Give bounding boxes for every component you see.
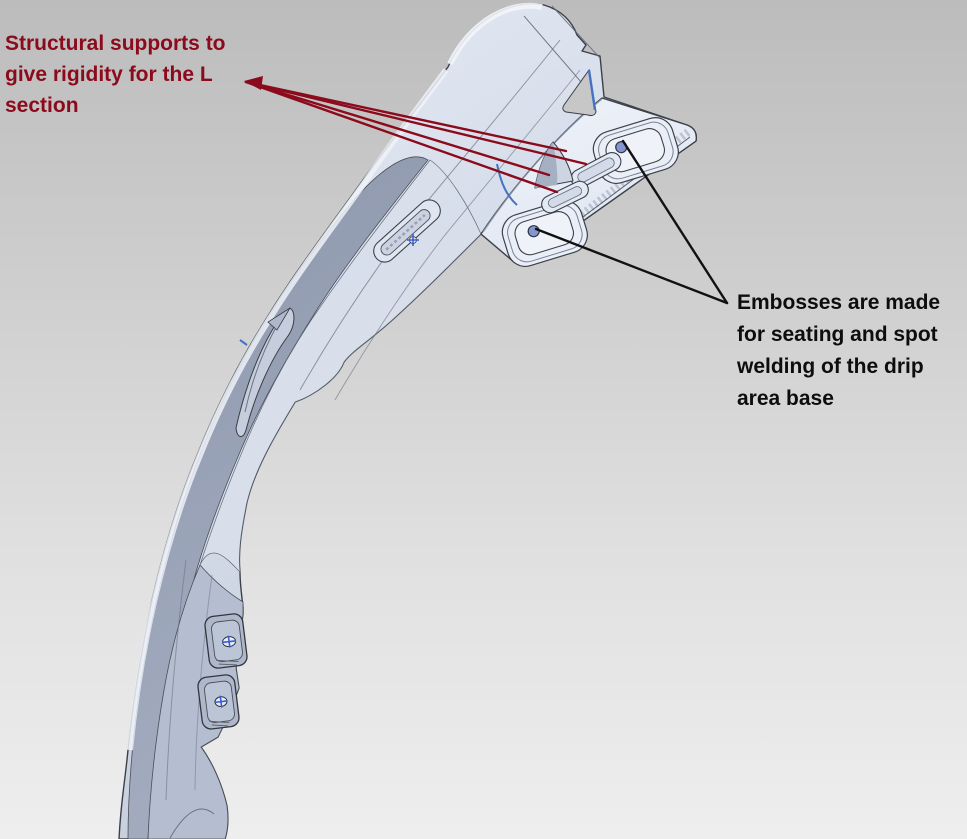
selected-edge-blue-3 xyxy=(239,339,248,346)
leader-line-support-1 xyxy=(244,80,588,166)
bottom-tip-curve xyxy=(169,808,215,839)
body-right-face xyxy=(199,159,482,573)
embosses-note: Embosses are made for seating and spot w… xyxy=(737,287,940,415)
contour-line-dome xyxy=(523,5,601,91)
selected-edge-blue-2 xyxy=(496,163,518,206)
crosshair-icon xyxy=(222,635,237,648)
leader-line-support-3 xyxy=(244,80,551,177)
contour-line-leg-1 xyxy=(165,559,187,801)
note-line: Structural supports to xyxy=(5,32,226,55)
note-line: area base xyxy=(737,387,834,410)
note-line: give rigidity for the L xyxy=(5,63,213,86)
leader-line-support-4 xyxy=(244,80,559,194)
triangular-cutout xyxy=(562,68,597,117)
edge-highlight xyxy=(127,68,449,751)
red-leader-lines xyxy=(244,76,588,194)
crosshair-icon xyxy=(214,695,228,708)
dome-highlight xyxy=(447,2,543,66)
support-rib-2 xyxy=(541,180,589,214)
leader-line-emboss-2 xyxy=(534,227,729,305)
drip-flange xyxy=(480,68,697,267)
leader-arrowhead-red xyxy=(244,76,263,90)
note-line: for seating and spot xyxy=(737,323,938,346)
black-leader-lines xyxy=(534,139,729,305)
crosshair-icon xyxy=(407,234,419,246)
pillar-part xyxy=(118,2,697,839)
note-line: Embosses are made xyxy=(737,291,941,314)
note-line: section xyxy=(5,94,79,117)
support-rib-1 xyxy=(570,151,622,189)
leader-line-emboss-1 xyxy=(621,139,729,305)
structural-supports-note: Structural supports to give rigidity for… xyxy=(5,28,226,121)
weld-tab-2 xyxy=(197,674,240,730)
note-line: welding of the drip xyxy=(737,355,924,378)
selected-edge-blue xyxy=(587,69,597,111)
weld-tab-1 xyxy=(204,613,248,669)
slot-emboss xyxy=(373,199,441,263)
inner-rib xyxy=(235,307,295,437)
contour-line-2 xyxy=(334,69,581,401)
leader-line-support-2 xyxy=(244,80,568,153)
